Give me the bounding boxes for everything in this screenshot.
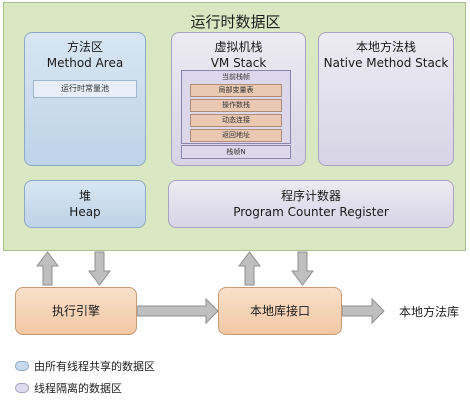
legend-shared-swatch [15,361,29,371]
frame-item-dynamic-linking: 动态连接 [190,114,282,127]
arrow-engine-down [88,251,111,286]
arrow-interface-up [238,251,261,286]
arrow-engine-to-interface [136,297,219,325]
arrow-interface-to-library [341,297,385,325]
native-stack-title-cn: 本地方法栈 [355,40,416,54]
pc-register-title-cn: 程序计数器 [280,189,341,203]
frame-item-operand-stack: 操作数栈 [190,99,282,112]
native-method-library-label: 本地方法库 [399,305,460,319]
legend-isolated-swatch [15,383,29,393]
method-area-box: 方法区 Method Area [24,32,146,166]
vm-stack-title-cn: 虚拟机栈 [214,40,263,54]
method-area-title-cn: 方法区 [66,40,103,54]
native-method-stack-box: 本地方法栈 Native Method Stack [318,32,454,166]
frame-item-return-address: 返回地址 [190,129,282,142]
legend-shared-label: 由所有线程共享的数据区 [34,360,155,373]
runtime-constant-pool: 运行时常量池 [33,80,137,98]
runtime-data-area-title: 运行时数据区 [190,13,281,31]
stack-frame-n: 栈帧N [181,145,291,159]
current-stack-frame-label: 当前栈帧 [222,73,250,81]
heap-box: 堆 Heap [24,180,146,228]
heap-title-cn: 堆 [78,189,91,203]
native-stack-title-en: Native Method Stack [323,56,449,70]
vm-stack-title-en: VM Stack [210,56,267,70]
heap-title-en: Heap [69,205,101,219]
arrow-interface-down [291,251,314,286]
arrow-engine-up [36,251,59,286]
execution-engine-box: 执行引擎 [15,287,137,335]
legend-isolated-label: 线程隔离的数据区 [34,382,122,395]
native-interface-box: 本地库接口 [218,287,342,335]
pc-register-title-en: Program Counter Register [233,205,389,219]
frame-item-local-variables: 局部变量表 [190,84,282,97]
method-area-title-en: Method Area [46,56,124,70]
program-counter-register-box: 程序计数器 Program Counter Register [168,180,454,228]
